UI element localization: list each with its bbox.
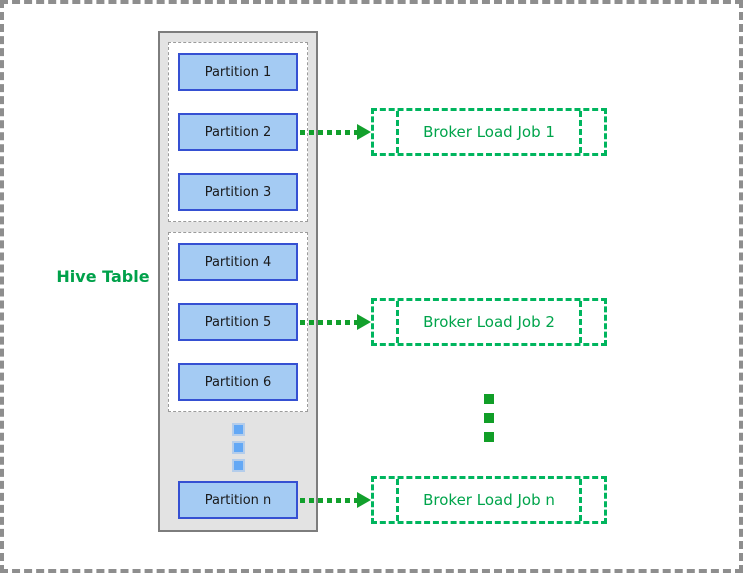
hive-table-container: Partition 1 Partition 2 Partition 3 Part… — [158, 31, 318, 532]
ellipsis-dots-blue — [160, 425, 316, 470]
partition-n-box: Partition n — [178, 481, 298, 519]
partition-2-box: Partition 2 — [178, 113, 298, 151]
partition-4-box: Partition 4 — [178, 243, 298, 281]
ellipsis-dot-green — [484, 413, 494, 423]
partition-1-box: Partition 1 — [178, 53, 298, 91]
broker-load-job-n-label: Broker Load Job n — [423, 491, 555, 509]
broker-load-job-2-box: Broker Load Job 2 — [371, 298, 607, 346]
hive-table-label: Hive Table — [56, 267, 150, 286]
ellipsis-dot-blue — [233, 443, 243, 452]
flow-arrow-3 — [300, 492, 371, 508]
broker-box-right-bar — [579, 479, 582, 521]
partition-3-box: Partition 3 — [178, 173, 298, 211]
arrow-dotted-line — [300, 320, 357, 325]
arrow-dotted-line — [300, 130, 357, 135]
ellipsis-dots-green — [371, 394, 607, 442]
broker-box-right-bar — [579, 111, 582, 153]
arrowhead-right-icon — [357, 124, 371, 140]
partition-5-box: Partition 5 — [178, 303, 298, 341]
partition-group-2: Partition 4 Partition 5 Partition 6 — [168, 232, 308, 412]
arrow-dotted-line — [300, 498, 357, 503]
broker-box-left-bar — [396, 479, 399, 521]
broker-load-job-1-label: Broker Load Job 1 — [423, 123, 555, 141]
broker-box-left-bar — [396, 111, 399, 153]
broker-load-job-2-label: Broker Load Job 2 — [423, 313, 555, 331]
ellipsis-dot-blue — [233, 461, 243, 470]
broker-load-job-1-box: Broker Load Job 1 — [371, 108, 607, 156]
flow-arrow-1 — [300, 124, 371, 140]
ellipsis-dot-green — [484, 432, 494, 442]
partition-6-box: Partition 6 — [178, 363, 298, 401]
ellipsis-dot-green — [484, 394, 494, 404]
flow-arrow-2 — [300, 314, 371, 330]
partition-group-1: Partition 1 Partition 2 Partition 3 — [168, 42, 308, 222]
arrowhead-right-icon — [357, 314, 371, 330]
arrowhead-right-icon — [357, 492, 371, 508]
broker-load-job-n-box: Broker Load Job n — [371, 476, 607, 524]
ellipsis-dot-blue — [233, 425, 243, 434]
broker-box-right-bar — [579, 301, 582, 343]
broker-box-left-bar — [396, 301, 399, 343]
